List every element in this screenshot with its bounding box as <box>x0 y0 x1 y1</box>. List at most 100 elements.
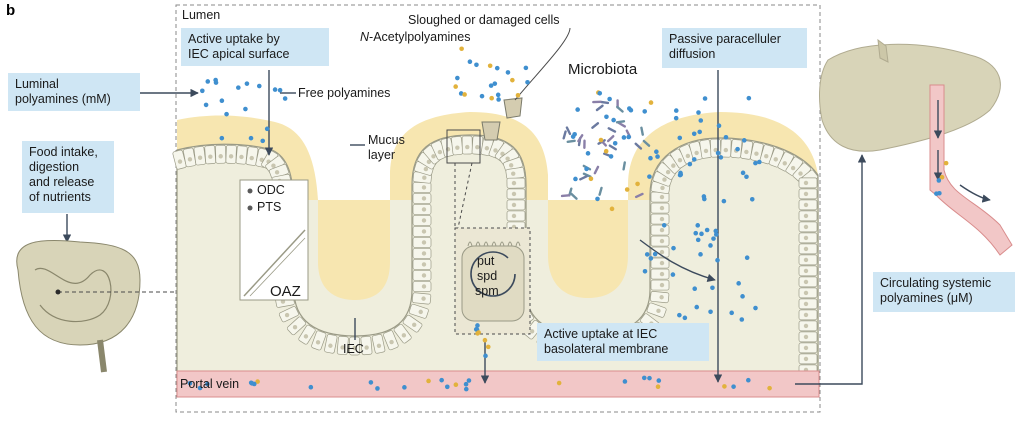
polyamine-dot <box>369 380 374 385</box>
polyamine-dot <box>495 66 500 71</box>
cell-nucleus <box>275 170 279 174</box>
cell-nucleus <box>377 344 381 348</box>
polyamine-dot <box>674 108 679 113</box>
polyamine-dot <box>283 96 288 101</box>
polyamine-dot <box>467 378 472 383</box>
polyamine-dot <box>713 229 718 234</box>
polyamine-dot <box>510 78 515 83</box>
microbe <box>624 162 625 169</box>
intestine <box>17 240 140 372</box>
polyamine-dot <box>557 381 562 386</box>
cell-nucleus <box>530 329 534 333</box>
put-label: put <box>477 254 494 269</box>
oaz-label: OAZ <box>270 284 301 299</box>
polyamine-dot <box>688 162 693 167</box>
polyamine-dot <box>635 182 640 187</box>
polyamine-dot <box>937 178 942 183</box>
cell-nucleus <box>804 192 808 196</box>
polyamine-dot <box>694 305 699 310</box>
polyamine-dot <box>654 149 659 154</box>
polyamine-dot <box>742 138 747 143</box>
cell-nucleus <box>804 280 808 284</box>
polyamine-dot <box>586 151 591 156</box>
polyamine-dot <box>610 207 615 212</box>
polyamine-dot <box>716 151 721 156</box>
cell-nucleus <box>659 295 663 299</box>
microbiota-label: Microbiota <box>568 62 637 77</box>
cell-nucleus <box>511 171 515 175</box>
cell-nucleus <box>424 167 428 171</box>
cell-nucleus <box>493 148 497 152</box>
cell-nucleus <box>662 177 666 181</box>
cell-nucleus <box>422 229 426 233</box>
cell-nucleus <box>412 323 416 327</box>
cell-nucleus <box>671 163 675 167</box>
polyamine-dot <box>677 313 682 318</box>
polyamine-dot <box>480 94 485 99</box>
cell-nucleus <box>422 251 426 255</box>
polyamine-dot <box>475 323 480 328</box>
polyamine-dot <box>589 176 594 181</box>
polyamine-dot <box>265 127 270 132</box>
cell-nucleus <box>804 247 808 251</box>
cell-nucleus <box>660 283 664 287</box>
polyamine-dot <box>464 382 469 387</box>
spm-label: spm <box>475 284 499 299</box>
polyamine-dot <box>464 387 469 392</box>
polyamine-dot <box>722 384 727 389</box>
polyamine-dot <box>273 87 278 92</box>
cell-nucleus <box>660 217 664 221</box>
polyamine-dot <box>722 199 727 204</box>
polyamine-dot <box>753 161 758 166</box>
cell-nucleus <box>422 196 426 200</box>
cell-nucleus <box>422 185 426 189</box>
polyamine-dot <box>647 376 652 381</box>
microbe <box>601 102 608 103</box>
cell-nucleus <box>271 164 275 168</box>
cell-nucleus <box>804 236 808 240</box>
sloughed-label: Sloughed or damaged cells <box>408 13 560 28</box>
polyamine-dot <box>724 135 729 140</box>
cell-nucleus <box>304 334 308 338</box>
cell-nucleus <box>783 161 787 165</box>
passive-diffusion-box: Passive paracelluler diffusion <box>662 28 807 68</box>
polyamine-dot <box>622 135 627 140</box>
cell-nucleus <box>431 154 435 158</box>
sloughed-cell-1 <box>482 122 500 140</box>
polyamine-dot <box>595 197 600 202</box>
cell-nucleus <box>239 155 243 159</box>
polyamine-dot <box>698 118 703 123</box>
polyamine-dot <box>459 46 464 51</box>
polyamine-dot <box>655 154 660 159</box>
active-apical-box: Active uptake by IEC apical surface <box>181 28 329 66</box>
polyamine-dot <box>677 136 682 141</box>
cell-nucleus <box>422 262 426 266</box>
polyamine-dot <box>250 381 255 386</box>
polyamine-dot <box>309 385 314 390</box>
cell-nucleus <box>438 150 442 154</box>
polyamine-dot <box>468 59 473 64</box>
cell-nucleus <box>422 284 426 288</box>
cell-nucleus <box>485 146 489 150</box>
free-polyamines-label: Free polyamines <box>298 86 390 101</box>
polyamine-dot <box>257 84 262 89</box>
cell-nucleus <box>512 192 516 196</box>
cell-nucleus <box>660 261 664 265</box>
polyamine-dot <box>604 114 609 119</box>
polyamine-dot <box>493 81 498 86</box>
cell-nucleus <box>389 340 393 344</box>
odc-label: ODC <box>257 183 285 198</box>
polyamine-dot <box>453 84 458 89</box>
polyamine-dot <box>767 386 772 391</box>
cell-nucleus <box>219 154 223 158</box>
polyamine-dot <box>696 110 701 115</box>
polyamine-dot <box>205 79 210 84</box>
crypt-core <box>240 180 308 300</box>
polyamine-dot <box>744 174 749 179</box>
cell-nucleus <box>804 225 808 229</box>
polyamine-dot <box>944 161 949 166</box>
odc-dot <box>248 189 253 194</box>
lumen-label: Lumen <box>182 8 220 23</box>
polyamine-dot <box>736 281 741 286</box>
polyamine-dot <box>584 167 589 172</box>
